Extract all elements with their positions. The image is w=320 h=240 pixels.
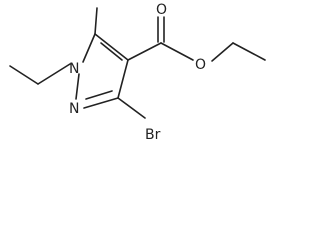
- bond-ester-ch2-ch3: [232, 42, 266, 61]
- bond-c4-carbonyl-c: [127, 42, 162, 61]
- bond-c5-c4: [94, 33, 129, 61]
- structure-diagram: N N O O Br: [9, 2, 266, 143]
- bond-c3-n2: [83, 97, 119, 109]
- bond-c3-br: [117, 97, 146, 119]
- bond-n1-c5: [82, 33, 96, 63]
- atom-n2-label: N: [69, 101, 79, 117]
- bond-ch2-ch3: [9, 65, 39, 85]
- bond-o-ester-ch2: [211, 42, 234, 62]
- bond-c5-c4-inner: [100, 42, 123, 61]
- bond-c4-c3: [117, 59, 129, 99]
- atom-br-label: Br: [145, 127, 161, 143]
- bond-n1-ch2: [37, 63, 71, 85]
- molecule-svg: N N O O Br: [9, 2, 266, 143]
- bond-c3-n2-inner: [85, 90, 113, 100]
- bond-n2-n1: [75, 73, 80, 100]
- bond-carbonyl-c-o-ester: [160, 42, 194, 61]
- atom-o-ester-label: O: [195, 57, 206, 73]
- atom-o-carbonyl-label: O: [156, 2, 167, 18]
- bond-c5-methyl: [94, 7, 98, 35]
- atom-n1-label: N: [69, 61, 79, 77]
